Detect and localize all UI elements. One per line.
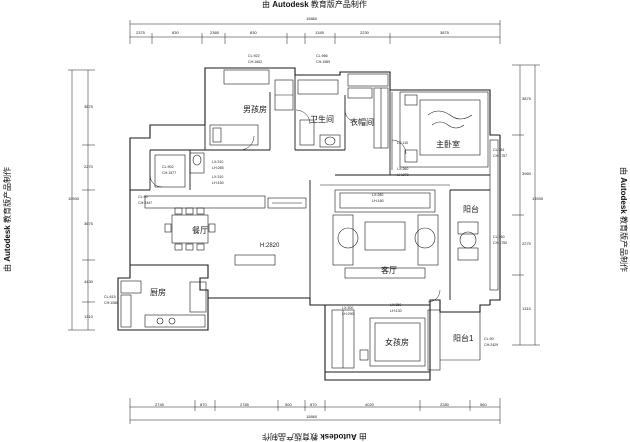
- tag-wc-lx: LX:310: [212, 175, 223, 179]
- dim-bottom-2: 2785: [240, 402, 250, 407]
- tag-boys-cl: CL:922: [248, 54, 260, 58]
- exterior-walls: [117, 67, 501, 381]
- master-bedroom-furniture: [391, 91, 489, 170]
- watermark-brand: Autodesk: [272, 0, 309, 9]
- bathroom-fixtures: [297, 79, 341, 148]
- dim-bottom-3: 500: [285, 402, 292, 407]
- tag-wc-lh: LH:150: [212, 181, 224, 185]
- tag-bath-ch: CH:1589: [316, 60, 330, 64]
- dim-top-3: 830: [250, 30, 257, 35]
- room-master: 主卧室: [436, 139, 460, 149]
- tag-mid-lx: LX:360: [397, 167, 408, 171]
- dim-right-3: 1310: [522, 306, 532, 311]
- dim-bottom-1: 870: [200, 402, 207, 407]
- tag-girl-lx: LX:300: [342, 306, 353, 310]
- side-total-left: 10930: [68, 196, 80, 201]
- cloakroom-wardrobe: [347, 73, 389, 149]
- tag-girl-lh2: LH:130: [390, 309, 402, 313]
- wc-fixtures: [154, 152, 205, 188]
- tag-kit-ch: CH:1086: [104, 301, 118, 305]
- overall-dimension-bottom: 15860: [306, 414, 318, 419]
- dim-top-0: 2375: [136, 30, 146, 35]
- tag-mid-lh: LH:270: [397, 173, 409, 177]
- interior-walls: [130, 75, 490, 306]
- girls-room-furniture: [331, 309, 441, 371]
- tag-bath-lh: LH:285: [212, 166, 224, 170]
- dim-bottom-7: 560: [480, 402, 487, 407]
- dim-right-1: 3960: [522, 171, 532, 176]
- room-boys: 男孩房: [243, 104, 267, 114]
- dim-top-5: 2230: [360, 30, 370, 35]
- boys-room-furniture: [209, 69, 294, 146]
- dim-bottom-6: 2280: [440, 402, 450, 407]
- tag-kit-cl: CL:615: [104, 295, 116, 299]
- tag-bath-cl: CL:966: [316, 54, 328, 58]
- dim-right-0: 3875: [522, 96, 532, 101]
- dim-right-2: 2270: [522, 241, 532, 246]
- dim-bottom-4: 870: [310, 402, 317, 407]
- tag-living-lx: LX:280: [372, 193, 383, 197]
- tag-mr-cl: CL:761: [493, 148, 505, 152]
- tag-b1-ch: CH:2429: [484, 343, 498, 347]
- tag-left-ch: CH:2447: [138, 201, 152, 205]
- room-balcony: 阳台: [463, 204, 479, 214]
- tag-girl-lx2: LX:350: [390, 303, 401, 307]
- dim-top-6: 3875: [440, 30, 450, 35]
- dim-left-2: 3675: [84, 221, 94, 226]
- dimension-bottom: [129, 398, 501, 424]
- dim-top-2: 2365: [210, 30, 220, 35]
- watermark-top: 由 Autodesk 教育版产品制作: [262, 0, 367, 10]
- tag-boys-ch: CH:1602: [248, 60, 262, 64]
- dimension-top: [129, 20, 501, 44]
- door-swings: [149, 109, 441, 303]
- tag-mr-ch: CH:1757: [493, 154, 507, 158]
- dining-furniture: [144, 195, 307, 266]
- dim-bottom-5: 4020: [365, 402, 375, 407]
- room-kitchen: 厨房: [150, 287, 166, 297]
- dim-left-1: 2270: [84, 164, 94, 169]
- tag-girl-lh: LH:290: [342, 312, 354, 316]
- side-total-right: 13930: [532, 196, 544, 201]
- room-living: 客厅: [381, 265, 397, 275]
- dim-left-3: 4430: [84, 279, 94, 284]
- dimension-left: [68, 69, 95, 331]
- dim-left-4: 1310: [84, 314, 94, 319]
- watermark-suffix: 教育版产品制作: [310, 0, 367, 9]
- dim-top-4: 1345: [315, 30, 325, 35]
- room-dining: 餐厅: [192, 226, 208, 235]
- tag-b1-cl: CL:90: [484, 337, 494, 341]
- tag-master-lx: LX:110: [397, 141, 408, 145]
- dim-bottom-0: 2745: [155, 402, 165, 407]
- tag-left-cl: CL:90: [138, 195, 148, 199]
- tag-wc-ch: CH:1577: [162, 171, 176, 175]
- tag-bath-lx: LX:310: [212, 160, 223, 164]
- watermark-prefix: 由: [262, 0, 270, 9]
- balcony-furniture: [457, 139, 499, 291]
- room-cloakroom: 衣帽间: [350, 117, 374, 127]
- overall-dimension-top: 15860: [306, 16, 318, 21]
- room-girls: 女孩房: [385, 337, 409, 347]
- tag-living-lh: LH:180: [372, 199, 384, 203]
- dimension-right: [512, 64, 540, 346]
- dim-left-0: 3875: [84, 104, 94, 109]
- room-bathroom: 卫生间: [310, 114, 334, 124]
- tag-wc-cl: CL:902: [162, 165, 174, 169]
- tag-bal-ch: CH:1750: [493, 241, 507, 245]
- tag-bal-cl: CL:760: [493, 235, 505, 239]
- kitchen-fixtures: [120, 280, 207, 328]
- living-room-furniture: [320, 184, 450, 279]
- ceiling-height: H:2820: [260, 243, 280, 249]
- dim-top-1: 830: [172, 30, 179, 35]
- balcony1-rail: [440, 312, 481, 361]
- room-balcony1: 阳台1: [453, 333, 474, 343]
